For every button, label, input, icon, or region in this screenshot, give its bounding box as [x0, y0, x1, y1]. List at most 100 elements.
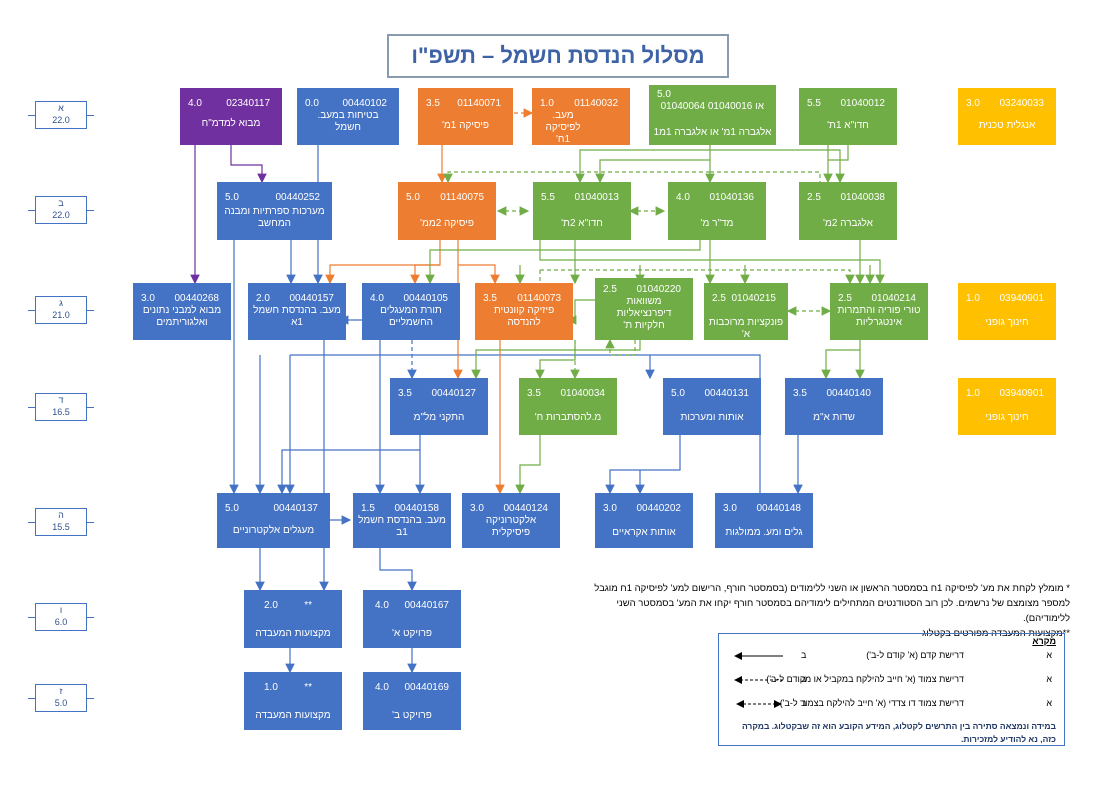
course-name: מעב. לפיסיקה 1ח' [545, 110, 581, 145]
semester-points: 21.0 [52, 310, 70, 320]
course-code: 00440137 [273, 503, 319, 514]
course-points: 4.0 [375, 682, 389, 693]
course-name: אנגלית טכנית [978, 120, 1036, 131]
course-points: 3.0 [470, 503, 484, 514]
course-points: 3.0 [723, 503, 737, 514]
course-code: 01040220 [636, 284, 682, 295]
course-name: פיזיקה קוונטית להנדסה [493, 305, 555, 328]
semester-letter: ה [58, 510, 64, 520]
course-name: חדו"א 2ת' [561, 218, 603, 229]
course-points: 3.0 [141, 293, 155, 304]
page-title: מסלול הנדסת חשמל – תשפ"ו [387, 34, 729, 78]
course-name: פיסיקה 2ממ' [420, 218, 474, 229]
course-name: פיסיקה 1מ' [441, 120, 489, 131]
legend-a: א [1046, 698, 1052, 708]
course-name: אותות אקראיים [612, 527, 676, 538]
course-points: 1.0 [966, 293, 980, 304]
footnote-lab-physics: * מומלץ לקחת את מע' לפיסיקה 1ח בסמסטר הר… [594, 583, 1070, 624]
course-name: מעגלים אלקטרוניים [232, 525, 315, 536]
course-name: מד"ר מ' [700, 218, 734, 229]
course-name: טורי פוריה והתמרות אינטגרליות [837, 305, 921, 328]
course-code: 03940901 [999, 388, 1045, 399]
course-code: 01040064 או 01040016 [660, 101, 764, 112]
course-name: אלגברה 2מ' [823, 218, 873, 229]
course-name: חינוך גופני [985, 412, 1029, 423]
semester-letter: ו [59, 605, 63, 615]
semester-points: 15.5 [52, 522, 70, 532]
legend-b: ב [801, 674, 807, 684]
legend-desc: דרישת קדם (א' קודם ל-ב') [866, 650, 964, 660]
course-box[interactable]: 00440140 3.5 שדות א"מ [785, 378, 883, 435]
course-name: מבוא למדמ"ח [201, 118, 261, 129]
legend: מקרא א דרישת קדם (א' קודם ל-ב') א דרישת … [718, 633, 1065, 746]
course-name: אלגברה 1מ' או אלגברה 1מ1 [653, 127, 772, 138]
course-points: 4.0 [375, 600, 389, 611]
course-name: שדות א"מ [813, 412, 855, 423]
course-points: 3.5 [793, 388, 807, 399]
course-points: 2.5 [838, 293, 852, 304]
course-points: 4.0 [370, 293, 384, 304]
course-points: 3.5 [483, 293, 497, 304]
legend-row-prereq: א דרישת קדם (א' קודם ל-ב') [719, 650, 1064, 664]
legend-arrows [734, 652, 783, 708]
semester-points: 16.5 [52, 407, 70, 417]
course-points: 5.5 [541, 192, 555, 203]
legend-row-coreq: א דרישת צמוד (א' חייב להילקח במקביל או מ… [719, 674, 1064, 688]
semester-label: ה 15.5 [28, 508, 94, 536]
course-box[interactable]: 01040013 5.5 חדו"א 2ת' [533, 182, 631, 240]
course-points: 2.0 [264, 600, 278, 611]
course-code: 00440158 [394, 503, 440, 514]
course-points: 3.5 [527, 388, 541, 399]
course-points: 3.5 [398, 388, 412, 399]
course-code: 01040013 [574, 192, 620, 203]
course-code: 00440169 [404, 682, 450, 693]
course-name: מעב. בהנדסת חשמל 1א [253, 305, 341, 328]
page-title-text: מסלול הנדסת חשמל – תשפ"ו [411, 43, 705, 68]
course-name: חינוך גופני [985, 317, 1029, 328]
course-name: פרויקט א' [391, 628, 433, 639]
course-points: 5.0 [657, 89, 671, 100]
legend-a: א [1046, 674, 1052, 684]
course-code: 03240033 [999, 98, 1045, 109]
legend-a: א [1046, 650, 1052, 660]
course-code: 00440140 [826, 388, 872, 399]
course-name: מ.להסתברות ח' [534, 412, 602, 423]
course-code: 01140071 [457, 98, 501, 109]
